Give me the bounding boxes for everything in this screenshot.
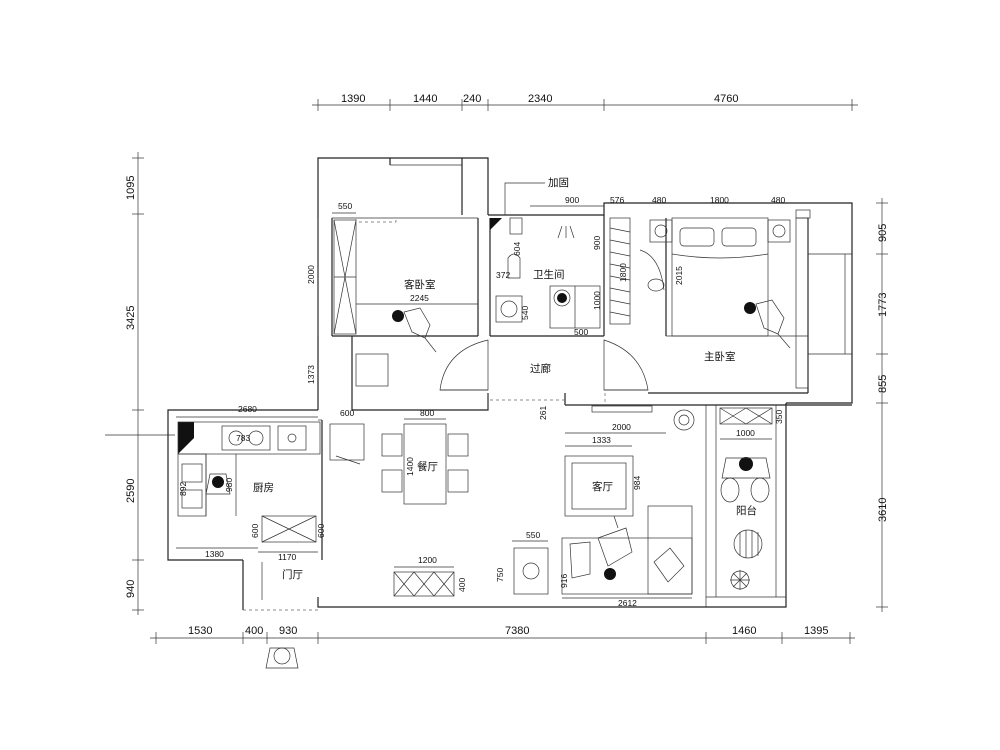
top-dim-5: 4760 [714,93,738,105]
kitchen-600b-dim: 600 [316,524,326,538]
balcony-1000-dim: 1000 [736,428,755,438]
person-icon [392,307,437,353]
dining-1400-dim: 1400 [405,457,415,476]
bath-604-dim: 604 [512,242,522,256]
bath-500-dim: 500 [574,327,588,337]
living-2000-dim: 2000 [612,422,631,432]
top-dimension-line: 1390 1440 240 2340 4760 [312,93,858,111]
living-label: 客厅 [592,480,613,493]
foyer: 1170 门厅 [258,551,318,669]
dining-800-dim: 800 [420,408,434,418]
right-dim-1: 905 [877,224,889,242]
guest-wardrobe-dim: 550 [338,201,352,211]
guest-height-dim: 2000 [306,265,316,284]
kitchen-600a-dim: 600 [250,524,260,538]
living-2612-dim: 2612 [618,598,637,608]
person-icon-living [597,515,633,580]
bottom-dim-4: 7380 [505,625,529,637]
bathroom-label: 卫生间 [533,268,565,281]
person-icon-master [744,299,791,349]
corridor: 过廊 [439,339,649,391]
kitchen-980-dim: 980 [224,478,234,492]
left-dimension-line: 1095 3425 2590 940 [105,152,175,615]
left-dim-4: 940 [125,580,137,598]
living-916-dim: 916 [559,574,569,588]
living-room: 261 2000 1333 客厅 984 916 2612 550 750 [495,406,695,608]
master-1800-dim: 1800 [710,195,729,205]
person-icon-kitchen [205,473,231,495]
addition-label: 加固 [548,177,569,189]
living-1333-dim: 1333 [592,435,611,445]
bottom-dim-5: 1460 [732,625,756,637]
closet-576-dim: 576 [610,195,624,205]
bath-top-dim: 900 [565,195,579,205]
dining-600-dim: 600 [340,408,354,418]
dining-1200-dim: 1200 [418,555,437,565]
stove-dim: 783 [236,433,250,443]
bottom-dim-3: 930 [279,625,297,637]
master-bedroom-label: 主卧室 [704,350,736,363]
top-dim-1: 1390 [341,93,365,105]
dining: 600 800 1400 餐厅 1200 400 [329,408,469,597]
top-dim-4: 2340 [528,93,552,105]
closet: 576 1800 [609,195,665,325]
foyer-1170-dim: 1170 [278,552,297,562]
guest-width-dim: 2245 [410,293,429,303]
balcony: 350 1000 阳台 [719,407,784,590]
bottom-dim-1: 1530 [188,625,212,637]
top-dim-2: 1440 [413,93,437,105]
kitchen-1380-dim: 1380 [205,549,224,559]
bottom-dim-2: 400 [245,625,263,637]
balcony-350-dim: 350 [774,410,784,424]
right-dim-4: 3610 [877,498,889,522]
closet-1800-dim: 1800 [618,263,628,282]
guest-lower-dim: 1373 [306,365,316,384]
kitchen-top-dim: 2680 [238,404,257,414]
master-bedroom: 480 1800 480 2015 主卧室 [649,195,811,389]
bath-372-dim: 372 [496,270,510,280]
balcony-label: 阳台 [736,504,757,517]
plant-icon [730,570,750,590]
kitchen: 2680 783 892 980 厨房 600 600 1380 [176,404,326,559]
guest-bedroom-label: 客卧室 [404,278,436,291]
right-dimension-line: 905 1773 855 3610 [876,198,889,612]
corridor-label: 过廊 [530,362,551,375]
bottom-dimension-line: 1530 400 930 7380 1460 1395 [150,625,855,644]
living-550-dim: 550 [526,530,540,540]
bottom-dim-6: 1395 [804,625,828,637]
dining-400-dim: 400 [457,578,467,592]
foyer-label: 门厅 [282,568,303,581]
kitchen-892-dim: 892 [178,482,188,496]
living-750-dim: 750 [495,568,505,582]
bath-1000-dim: 1000 [592,291,602,310]
guest-bedroom: 550 2000 客卧室 2245 1373 [306,201,478,387]
master-2015-dim: 2015 [674,266,684,285]
master-480a-dim: 480 [652,195,666,205]
dining-label: 餐厅 [417,460,438,473]
right-dim-2: 1773 [877,293,889,317]
bath-540-dim: 540 [520,306,530,320]
left-dim-2: 3425 [125,306,137,330]
bath-900v-dim: 900 [592,236,602,250]
master-480b-dim: 480 [771,195,785,205]
addition-callout: 加固 [504,177,569,215]
top-dim-3: 240 [463,93,481,105]
living-984-dim: 984 [632,476,642,490]
kitchen-label: 厨房 [253,481,274,494]
living-261-dim: 261 [538,406,548,420]
person-icon-balcony [721,457,771,479]
person-icon-door [265,647,299,669]
left-dim-1: 1095 [125,176,137,200]
left-dim-3: 2590 [125,479,137,503]
right-dim-3: 855 [877,375,889,393]
bathroom: 900 604 372 卫生间 540 900 1000 500 [490,195,604,337]
